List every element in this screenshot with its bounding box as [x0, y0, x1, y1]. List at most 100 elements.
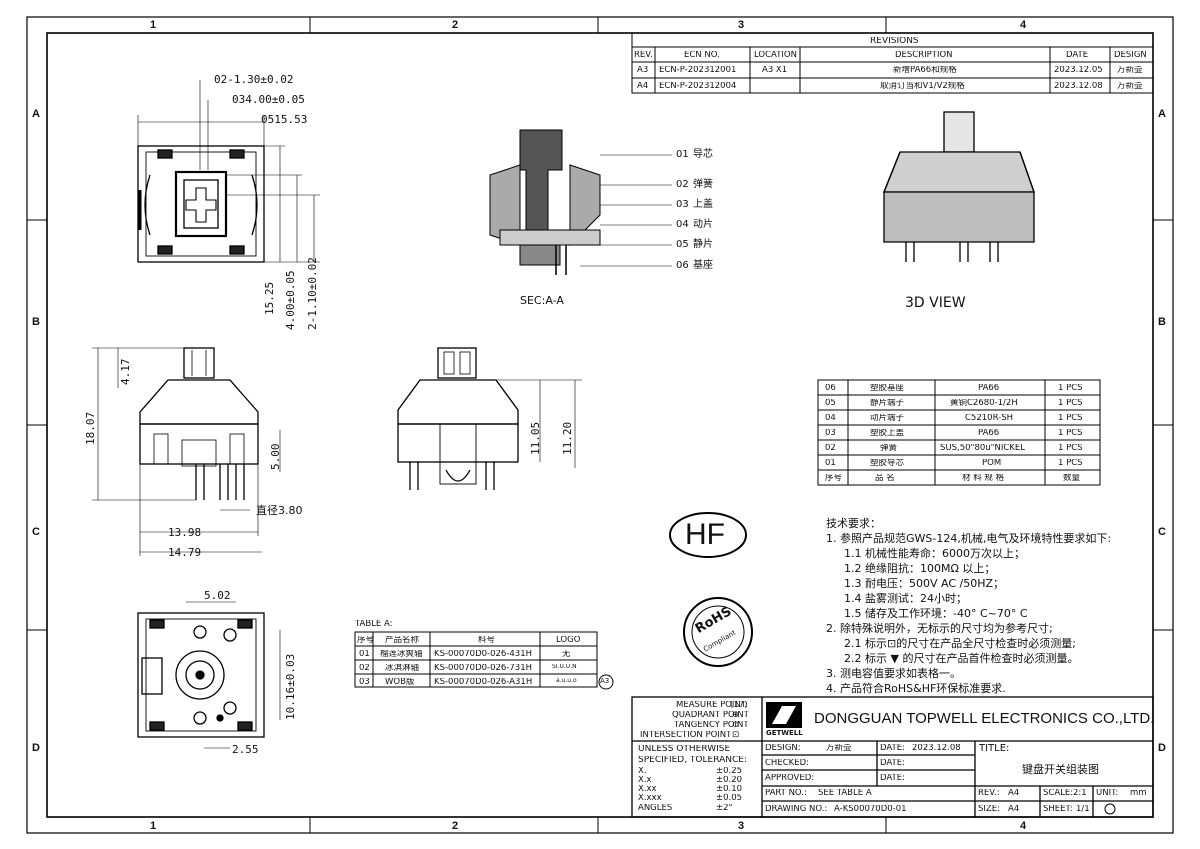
- rohs-inner: [691, 605, 745, 659]
- table-a-h3: 料号: [478, 636, 496, 645]
- table-a-r2-c1: 02: [359, 664, 370, 673]
- tb-sheet-label: SHEET:: [1043, 805, 1073, 814]
- company-logo-text: GETWELL: [766, 730, 803, 737]
- legend-2-sym: ⊕: [732, 711, 740, 720]
- tech-line-7: 2. 除特殊说明外，无标示的尺寸均为参考尺寸;: [826, 622, 1053, 635]
- zone-row-c-right: C: [1158, 526, 1166, 538]
- callout-06: 06: [676, 260, 689, 271]
- zone-row-c-left: C: [32, 526, 40, 538]
- tb-unit-label: UNIT:: [1096, 789, 1119, 798]
- dim-front-4: 直径3.80: [256, 504, 303, 517]
- tb-date-label: DATE:: [880, 744, 905, 753]
- table-a: [354, 631, 598, 688]
- tb-size-value: A4: [1008, 805, 1020, 814]
- table-a-title: TABLE A:: [355, 620, 393, 629]
- tb-approved-label: APPROVED:: [765, 774, 815, 783]
- dim-top-1: 02-1.30±0.02: [214, 73, 294, 86]
- projection-symbol: [1104, 803, 1116, 815]
- dim-top-2: 034.00±0.05: [232, 93, 305, 106]
- rev-header-date: DATE: [1066, 51, 1089, 60]
- rev-row-2-date: 2023.12.08: [1054, 82, 1103, 91]
- table-a-rev-circle: [598, 674, 614, 690]
- dim-bottom-1: 5.02: [204, 589, 231, 602]
- tb-sheet-value: 1/1: [1076, 805, 1090, 814]
- rev-row-1-ecn: ECN-P-202312001: [659, 66, 737, 75]
- bom-r1-c4: 1 PCS: [1058, 384, 1083, 393]
- bom-r2-c2: 静片端子: [870, 399, 905, 408]
- revisions-table: [631, 32, 1154, 94]
- dim-top-3: 0515.53: [261, 113, 308, 126]
- tol-heading-1: UNLESS OTHERWISE: [638, 745, 731, 754]
- tb-rev-label: REV.:: [978, 789, 1000, 798]
- bom-r6-c4: 1 PCS: [1058, 459, 1083, 468]
- bom-r4-c4: 1 PCS: [1058, 429, 1083, 438]
- callout-03: 03: [676, 199, 689, 210]
- bom-h-c4: 数量: [1063, 474, 1081, 483]
- zone-row-d-left: D: [32, 742, 40, 754]
- tb-drawing-value: A-KS00070D0-01: [834, 805, 907, 814]
- callout-06-text: 基座: [693, 260, 713, 271]
- legend-3-sym: ⊙: [732, 721, 740, 730]
- tol-r2-k: X.x: [638, 776, 652, 785]
- tb-title-label: TITLE:: [979, 744, 1010, 754]
- table-a-r1-c1: 01: [359, 650, 370, 659]
- tech-line-10: 3. 测电容值要求如表格一。: [826, 667, 961, 680]
- revisions-title: REVISIONS: [870, 37, 919, 46]
- tech-line-1: 1. 参照产品规范GWS-124,机械,电气及环境特性要求如下:: [826, 532, 1112, 545]
- table-a-r2-c2: 冰淇淋轴: [385, 664, 420, 673]
- legend-2-label: QUADRANT POINT: [672, 711, 749, 720]
- dim-bottom-2: 10.16±0.03: [284, 653, 297, 720]
- tb-scale-value: 2:1: [1073, 789, 1087, 798]
- hf-ellipse: [669, 512, 747, 558]
- zone-col-1-top: 1: [150, 19, 157, 31]
- zone-row-b-left: B: [32, 316, 40, 328]
- zone-col-3-bottom: 3: [738, 820, 745, 832]
- zone-row-a-left: A: [32, 108, 40, 120]
- dim-side-2: 11.20: [561, 421, 574, 455]
- bom-r1-c3: PA66: [978, 384, 1000, 393]
- callout-05-text: 静片: [693, 239, 713, 250]
- bottom-view: [137, 601, 281, 749]
- table-a-r1-c3: KS-00070D0-026-431H: [434, 650, 533, 659]
- rev-header-rev: REV.: [634, 51, 653, 60]
- tb-part-value: SEE TABLE A: [818, 789, 872, 798]
- 3d-view: [883, 111, 1035, 262]
- legend-1-label: MEASURE POINT:: [676, 701, 748, 710]
- table-a-rev-tag: A3: [600, 678, 610, 685]
- tech-line-6: 1.5 储存及工作环境：-40° C~70° C: [844, 607, 1028, 620]
- tol-heading-2: SPECIFIED, TOLERANCE:: [638, 756, 747, 765]
- tb-date3-label: DATE:: [880, 774, 905, 783]
- bom-r2-c4: 1 PCS: [1058, 399, 1083, 408]
- rev-header-design: DESIGN: [1114, 51, 1147, 60]
- tol-r4-v: ±0.05: [716, 794, 743, 803]
- bom-r3-c2: 动片端子: [870, 414, 905, 423]
- tech-line-5: 1.4 盐雾测试：24小时；: [844, 592, 967, 605]
- table-a-r3-c3: KS-00070D0-026-A31H: [434, 678, 533, 687]
- legend-4-label: INTERSECTION POINT: [640, 731, 732, 740]
- tech-line-2: 1.1 机械性能寿命：6000万次以上；: [844, 547, 1025, 560]
- tb-size-label: SIZE:: [978, 805, 1000, 814]
- tol-r1-k: X.: [638, 767, 647, 776]
- rev-row-1-rev: A3: [637, 66, 649, 75]
- hf-mark: HF: [685, 518, 725, 551]
- callout-05: 05: [676, 239, 689, 250]
- zone-col-3-top: 3: [738, 19, 745, 31]
- tb-part-label: PART NO.:: [765, 789, 807, 798]
- tol-r3-k: X.xx: [638, 785, 657, 794]
- table-a-h2: 产品名称: [385, 636, 420, 645]
- bom-r3-c3: C5210R-SH: [965, 414, 1013, 423]
- tol-r4-k: X.xxx: [638, 794, 662, 803]
- bom-r3-c1: 04: [825, 414, 836, 423]
- tech-title: 技术要求：: [826, 517, 881, 530]
- rev-row-2-ecn: ECN-P-202312004: [659, 82, 737, 91]
- rev-row-1-date: 2023.12.05: [1054, 66, 1103, 75]
- tb-unit-value: mm: [1130, 789, 1147, 798]
- bom-h-c1: 序号: [825, 474, 843, 483]
- dim-front-6: 14.79: [168, 546, 202, 559]
- tech-line-3: 1.2 绝缘阻抗：100MΩ 以上；: [844, 562, 996, 575]
- bom-r3-c4: 1 PCS: [1058, 414, 1083, 423]
- dim-front-1: 4.17: [119, 358, 132, 386]
- front-view: [92, 347, 281, 556]
- rev-row-1-location: A3 X1: [762, 66, 788, 75]
